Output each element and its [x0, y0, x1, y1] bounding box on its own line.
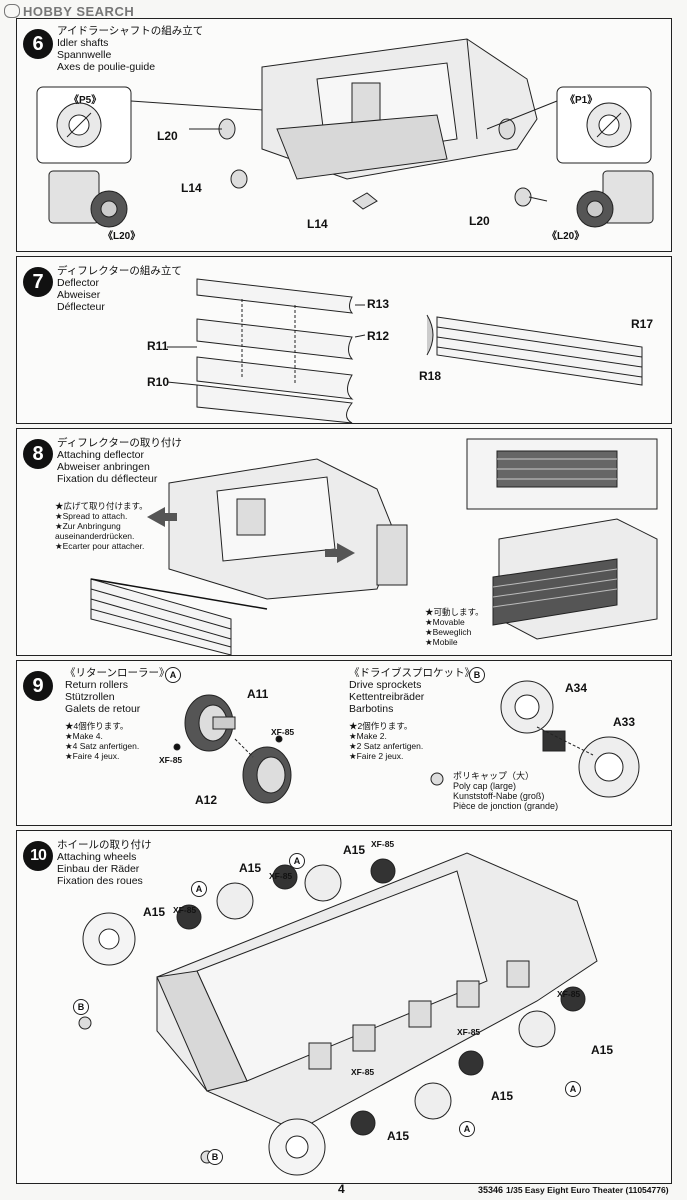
paint-xf85-5: XF-85	[457, 1027, 481, 1037]
step-title: ディフレクターの取り付け Attaching deflector Abweise…	[57, 437, 182, 485]
paint-xf85-1: XF-85	[173, 905, 197, 915]
label-a15-6: A15	[387, 1129, 410, 1143]
drive-sprockets-note: ★2個作ります。 ★Make 2. ★2 Satz anfertigen. ★F…	[349, 721, 424, 761]
label-a15-3: A15	[343, 843, 366, 857]
return-rollers-note: ★4個作ります。 ★Make 4. ★4 Satz anfertigen. ★F…	[65, 721, 140, 761]
label-a34: A34	[565, 681, 588, 695]
label-a11: A11	[247, 687, 269, 701]
step-number: 7	[23, 267, 53, 297]
step-number: 10	[23, 841, 53, 871]
step-title: ディフレクターの組み立て Deflector Abweiser Déflecte…	[57, 265, 182, 313]
watermark-logo-icon	[4, 4, 20, 18]
marker-a-3: A	[565, 1081, 581, 1097]
movable-note: ★可動します。 ★Movable ★Beweglich ★Mobile	[425, 607, 484, 647]
label-a15-4: A15	[591, 1043, 614, 1057]
label-l20-left: L20	[157, 129, 178, 143]
step-8-panel: 8 ディフレクターの取り付け Attaching deflector Abwei…	[16, 428, 672, 656]
badge-b: B	[469, 667, 485, 683]
step-number: 6	[23, 29, 53, 59]
step-8-drawing	[90, 438, 658, 655]
label-a12: A12	[195, 793, 218, 807]
paint-xf85-4: XF-85	[557, 989, 581, 999]
step-9-panel: 9 《リターンローラー》 Return rollers Stützrollen …	[16, 660, 672, 826]
label-a15-2: A15	[239, 861, 262, 875]
polycap-note: ポリキャップ（大） Poly cap (large) Kunststoff-Na…	[453, 771, 559, 811]
paint-xf85-b: XF-85	[271, 727, 295, 737]
label-l20-sprocket-left: 《L20》	[103, 231, 141, 242]
step-title: ホイールの取り付け Attaching wheels Einbau der Rä…	[57, 839, 152, 887]
step-6-drawing	[36, 38, 654, 228]
label-r17: R17	[631, 317, 654, 331]
return-rollers-title: 《リターンローラー》 Return rollers Stützrollen Ga…	[65, 667, 170, 715]
drive-sprockets-title: 《ドライブスプロケット》 Drive sprockets Kettentreib…	[349, 667, 475, 715]
step-title: アイドラーシャフトの組み立て Idler shafts Spannwelle A…	[57, 25, 204, 73]
step-10-panel: 10 ホイールの取り付け Attaching wheels Einbau der…	[16, 830, 672, 1184]
spread-note: ★広げて取り付けます。 ★Spread to attach. ★Zur Anbr…	[55, 501, 148, 551]
marker-a-1: A	[191, 881, 207, 897]
paint-xf85-3: XF-85	[371, 839, 395, 849]
footer-product: 1/35 Easy Eight Euro Theater (11054776)	[506, 1185, 669, 1195]
step-7-panel: 7 ディフレクターの組み立て Deflector Abweiser Déflec…	[16, 256, 672, 424]
badge-a: A	[165, 667, 181, 683]
label-a15-1: A15	[143, 905, 166, 919]
footer-code: 35346	[478, 1185, 504, 1195]
label-l20-sprocket-right: 《L20》	[547, 231, 585, 242]
label-p1: 《P1》	[565, 95, 598, 106]
label-r12: R12	[367, 329, 390, 343]
watermark: HOBBY SEARCH	[4, 4, 134, 19]
step-9-drawing	[173, 680, 640, 804]
label-r18: R18	[419, 369, 442, 383]
step-6-panel: 6 アイドラーシャフトの組み立て Idler shafts Spannwelle…	[16, 18, 672, 252]
label-r11: R11	[147, 339, 169, 353]
marker-b-2: B	[207, 1149, 223, 1165]
paint-xf85-a: XF-85	[159, 755, 183, 765]
step-10-drawing	[78, 852, 598, 1176]
label-a15-5: A15	[491, 1089, 514, 1103]
paint-xf85-2: XF-85	[269, 871, 293, 881]
label-p5: 《P5》	[69, 95, 102, 106]
label-a33: A33	[613, 715, 636, 729]
step-number: 9	[23, 671, 53, 701]
label-l14-left: L14	[181, 181, 202, 195]
marker-b-1: B	[73, 999, 89, 1015]
page-number: 4	[338, 1182, 345, 1196]
label-l20-right: L20	[469, 214, 490, 228]
label-r13: R13	[367, 297, 390, 311]
label-l14-right: L14	[307, 217, 328, 231]
paint-xf85-6: XF-85	[351, 1067, 375, 1077]
marker-a-2: A	[289, 853, 305, 869]
label-r10: R10	[147, 375, 170, 389]
step-number: 8	[23, 439, 53, 469]
marker-a-4: A	[459, 1121, 475, 1137]
step-7-drawing	[166, 278, 643, 423]
